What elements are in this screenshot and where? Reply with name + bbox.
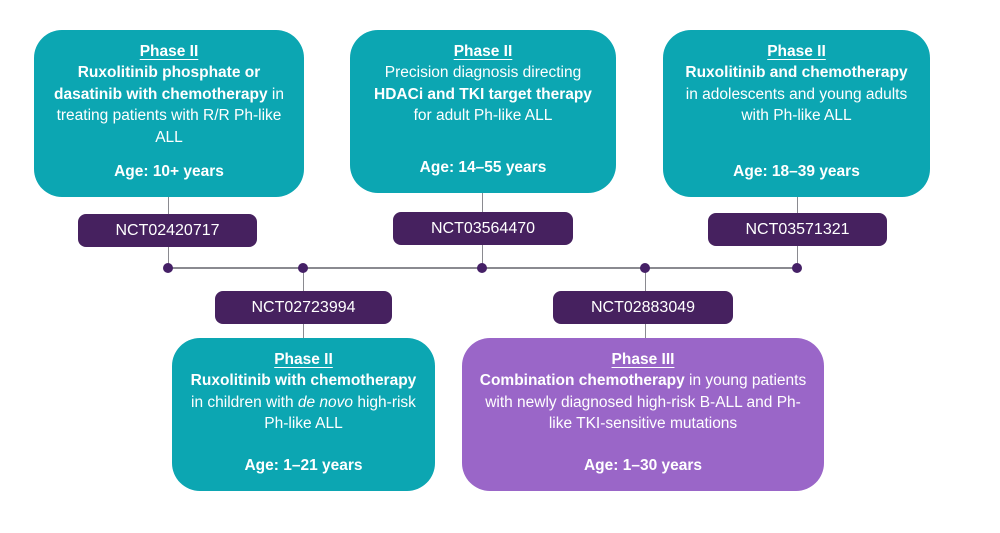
junction-dot-5 <box>792 263 802 273</box>
trial-card-text: Phase II Ruxolitinib with chemotherapy in… <box>188 349 419 435</box>
phase-label: Phase II <box>274 351 333 368</box>
age-label: Age: 10+ years <box>114 162 224 180</box>
nct-badge-nct02420717: NCT02420717 <box>78 214 257 247</box>
trial-card-ruxolitinib-dasatinib: Phase II Ruxolitinib phosphate or dasatin… <box>34 30 304 197</box>
nct-badge-nct02723994: NCT02723994 <box>215 291 392 324</box>
trial-description-bold: Ruxolitinib phosphate or dasatinib with … <box>54 64 268 103</box>
phase-label: Phase II <box>453 43 513 60</box>
nct-badge-nct03564470: NCT03564470 <box>393 212 573 245</box>
junction-dot-3 <box>477 263 487 273</box>
age-label: Age: 1–21 years <box>244 456 363 474</box>
junction-dot-2 <box>298 263 308 273</box>
trial-description: in young patients with newly diagnosed h… <box>485 372 807 433</box>
trial-description-bold: Ruxolitinib and chemotherapy <box>685 64 908 82</box>
age-label: Age: 14–55 years <box>419 158 547 176</box>
nct-badge-nct03571321: NCT03571321 <box>708 213 887 246</box>
trial-description-bold: HDACi and TKI target therapy <box>374 85 592 103</box>
nct-badge-nct02883049: NCT02883049 <box>553 291 733 324</box>
phase-label: Phase III <box>611 351 675 368</box>
phase-label: Phase II <box>767 43 826 60</box>
trial-card-text: Phase III Combination chemotherapy in you… <box>478 349 808 435</box>
trial-card-combination-chemotherapy: Phase III Combination chemotherapy in you… <box>462 338 824 491</box>
trial-card-text: Phase II Ruxolitinib phosphate or dasatin… <box>50 41 288 148</box>
phase-label: Phase II <box>139 43 199 60</box>
trial-description: in adolescents and young adults with Ph-… <box>685 85 908 125</box>
trial-description: in treating patients with R/R Ph-like AL… <box>56 85 284 146</box>
trial-description-bold: Ruxolitinib with chemotherapy <box>190 372 417 390</box>
trial-description-italic: de novo <box>297 393 354 411</box>
trial-description: high-risk Ph-like ALL <box>264 393 416 433</box>
trial-description: for adult Ph-like ALL <box>413 107 553 125</box>
trial-description: Precision diagnosis directing <box>384 64 582 82</box>
junction-dot-4 <box>640 263 650 273</box>
age-label: Age: 1–30 years <box>583 456 703 474</box>
age-label: Age: 18–39 years <box>733 162 860 180</box>
trial-description: in children with <box>191 393 298 411</box>
trial-card-text: Phase II Precision diagnosis directing HD… <box>366 41 600 127</box>
trial-card-ruxolitinib-aya: Phase II Ruxolitinib and chemotherapy in … <box>663 30 930 197</box>
junction-dot-1 <box>163 263 173 273</box>
trial-card-text: Phase II Ruxolitinib and chemotherapy in … <box>679 41 914 127</box>
trial-card-ruxolitinib-children: Phase II Ruxolitinib with chemotherapy in… <box>172 338 435 491</box>
trial-card-precision-diagnosis: Phase II Precision diagnosis directing HD… <box>350 30 616 193</box>
trial-description-bold: Combination chemotherapy <box>479 372 685 390</box>
